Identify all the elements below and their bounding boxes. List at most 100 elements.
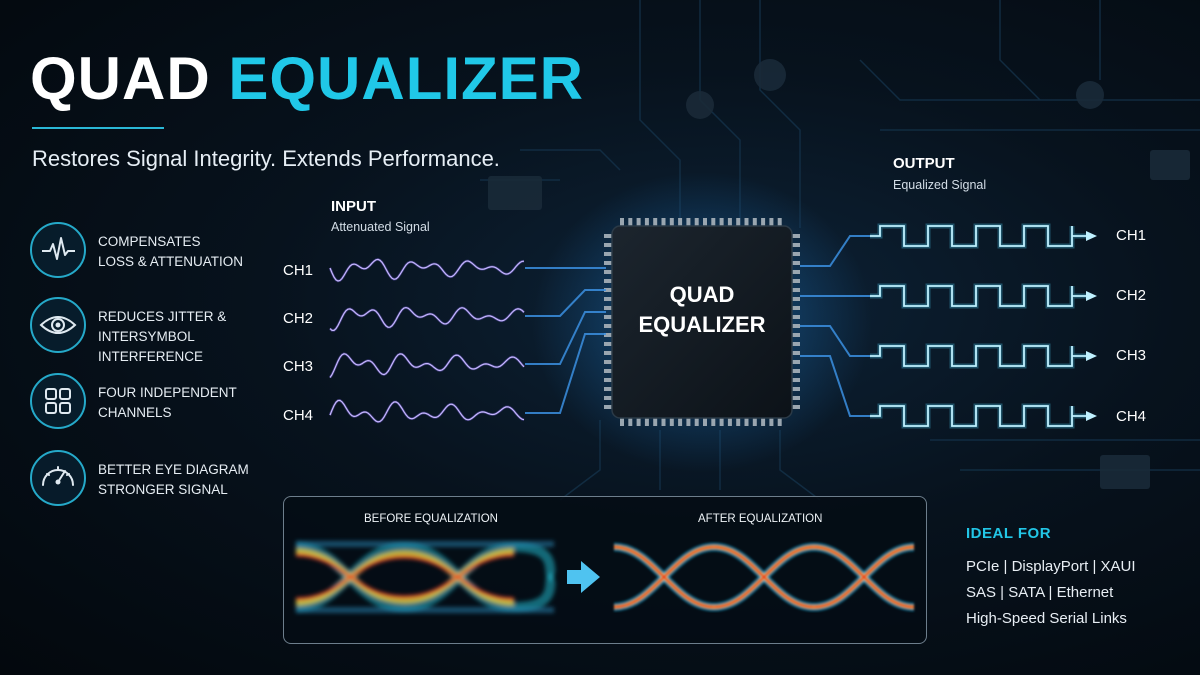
chip-pin <box>678 416 683 426</box>
gauge-icon <box>30 450 86 506</box>
chip-pin <box>752 416 757 426</box>
chip-pin <box>777 416 782 426</box>
page-title: QUAD EQUALIZER <box>30 44 584 114</box>
chip-pin <box>604 324 614 328</box>
chip-pin <box>644 416 649 426</box>
arrow-right-icon <box>1086 411 1097 421</box>
chip-pin <box>790 405 800 409</box>
input-waveform <box>329 258 525 282</box>
chip-pin <box>694 416 699 426</box>
chip-pin <box>628 218 633 228</box>
output-waveform <box>870 405 1088 427</box>
input-channel-label: CH3 <box>283 358 314 375</box>
input-sublabel: Attenuated Signal <box>331 220 430 234</box>
chip-pin <box>604 396 614 400</box>
output-sublabel: Equalized Signal <box>893 178 987 192</box>
input-waveform <box>329 353 525 378</box>
input-trace <box>525 289 606 317</box>
input-waveform <box>329 399 525 423</box>
arrow-right-icon <box>1086 291 1097 301</box>
chip-pin <box>790 270 800 274</box>
before-equalization-label: BEFORE EQUALIZATION <box>364 513 498 525</box>
chip-pin <box>790 333 800 337</box>
chip-pin <box>790 351 800 355</box>
chip-pin <box>653 218 658 228</box>
chip-pin <box>661 416 666 426</box>
arrow-right-icon <box>1086 231 1097 241</box>
chip-pin <box>620 218 624 228</box>
chip-pin <box>769 218 774 228</box>
ideal-for-line: High-Speed Serial Links <box>966 610 1127 627</box>
before-eye-diagram <box>295 541 557 613</box>
ideal-for-line: PCIe | DisplayPort | XAUI <box>966 558 1136 575</box>
grid-icon <box>30 373 86 429</box>
chip-pin <box>604 288 614 292</box>
chip-pin <box>790 234 800 238</box>
chip-pin <box>790 243 800 247</box>
chip-pin <box>604 234 614 238</box>
chip-pin <box>669 416 674 426</box>
title-part-1: QUAD <box>30 45 211 112</box>
feature-line-1: REDUCES JITTER & <box>98 309 227 324</box>
chip-pin <box>686 416 691 426</box>
chip-pin <box>604 351 614 355</box>
chip-pin <box>661 218 666 228</box>
chip-pin <box>653 416 658 426</box>
chip-pin <box>711 416 716 426</box>
chip-pin <box>604 333 614 337</box>
input-waveform-glow <box>328 258 525 283</box>
chip-pin <box>604 315 614 319</box>
feature-line-2: INTERSYMBOL INTERFERENCE <box>98 329 204 364</box>
chip-pin <box>669 218 674 228</box>
title-part-2: EQUALIZER <box>228 45 585 112</box>
title-underline <box>32 127 164 129</box>
chip-pin <box>636 416 641 426</box>
chip-pin <box>790 378 800 382</box>
chip-pin <box>761 218 766 228</box>
chip-pin <box>628 416 633 426</box>
chip-pin <box>790 252 800 256</box>
chip-pin <box>604 387 614 391</box>
chip-pin <box>736 218 741 228</box>
arrow-right-icon <box>1086 351 1097 361</box>
eye-diagram-graphics <box>295 541 915 613</box>
chip-pin <box>686 218 691 228</box>
output-waveform-glow <box>870 403 1088 429</box>
output-trace <box>800 325 870 357</box>
chip-pin <box>719 416 724 426</box>
feature-line-1: COMPENSATES <box>98 234 201 249</box>
output-trace <box>800 235 870 267</box>
chip-pin <box>777 218 782 228</box>
chip-pin <box>790 342 800 346</box>
chip-pin <box>752 218 757 228</box>
chip-pin <box>790 261 800 265</box>
input-channel-label: CH1 <box>283 262 314 279</box>
output-channel-label: CH4 <box>1116 408 1147 425</box>
chip-pin <box>727 416 732 426</box>
chip-pin <box>703 416 707 426</box>
chip-pin <box>790 396 800 400</box>
subtitle: Restores Signal Integrity. Extends Perfo… <box>32 146 500 171</box>
chip-pin <box>736 416 741 426</box>
chip-pin <box>790 306 800 310</box>
output-waveform-glow <box>870 283 1088 309</box>
chip-pin <box>790 360 800 364</box>
chip-pin <box>636 218 641 228</box>
chip-pin <box>719 218 724 228</box>
after-equalization-label: AFTER EQUALIZATION <box>698 513 823 525</box>
arrow-right-icon <box>567 561 600 593</box>
ideal-for-heading: IDEAL FOR <box>966 525 1052 542</box>
chip-pin <box>727 218 732 228</box>
chip-pin <box>744 218 749 228</box>
feature-line-1: FOUR INDEPENDENT <box>98 385 237 400</box>
feature-item-jitter: REDUCES JITTER & INTERSYMBOL INTERFERENC… <box>30 297 290 364</box>
chip-pin <box>604 297 614 301</box>
chip-label: QUAD EQUALIZER <box>614 280 790 340</box>
waveform-icon <box>30 222 86 278</box>
feature-line-2: LOSS & ATTENUATION <box>98 254 244 269</box>
chip-pin <box>604 261 614 265</box>
eye-diagram-panel: BEFORE EQUALIZATION AFTER EQUALIZATION <box>283 496 927 644</box>
ideal-for-line: SAS | SATA | Ethernet <box>966 584 1114 601</box>
output-waveform <box>870 345 1088 367</box>
